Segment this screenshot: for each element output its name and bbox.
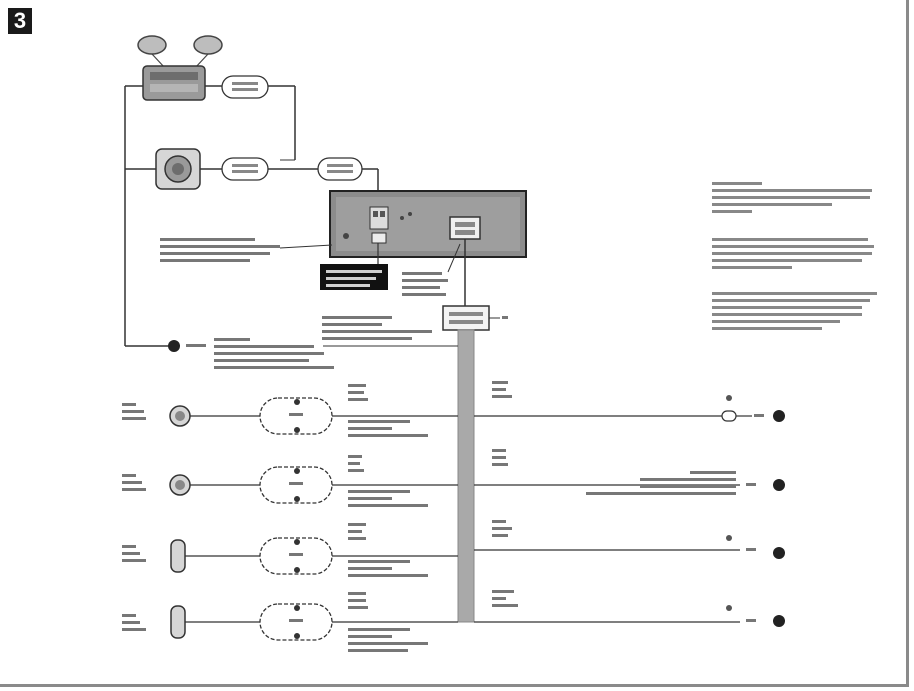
speaker-row-front-left (122, 384, 458, 437)
speaker-row-rear-right (122, 592, 458, 652)
speaker-row-front-right (122, 455, 458, 507)
speaker-rear-right (170, 605, 186, 639)
remote-lead-terminal (168, 340, 180, 352)
wire-harness-bundle (457, 329, 475, 623)
right-output-rows (474, 381, 785, 627)
amplifier-group (137, 35, 296, 160)
power-amplifier (142, 65, 206, 101)
speaker-row-rear-left (122, 523, 458, 577)
amp-speaker-right (193, 35, 223, 55)
remote-lead-text (186, 338, 334, 369)
notes-column (712, 182, 877, 330)
subwoofer-group (155, 148, 379, 208)
amp-speaker-left (137, 35, 167, 55)
remote-wire-label (322, 316, 432, 340)
rca-cable-sub (221, 157, 269, 181)
fuse-note-text (402, 272, 448, 296)
harness-connector (442, 305, 490, 331)
head-unit-rear (329, 190, 527, 258)
antenna-note-text (160, 238, 280, 262)
rca-cable-amp (221, 75, 269, 99)
step-number-badge: 3 (8, 8, 32, 34)
speaker-rear-left (170, 539, 186, 573)
rca-cable-unit (317, 157, 363, 181)
harness-socket (449, 216, 481, 240)
